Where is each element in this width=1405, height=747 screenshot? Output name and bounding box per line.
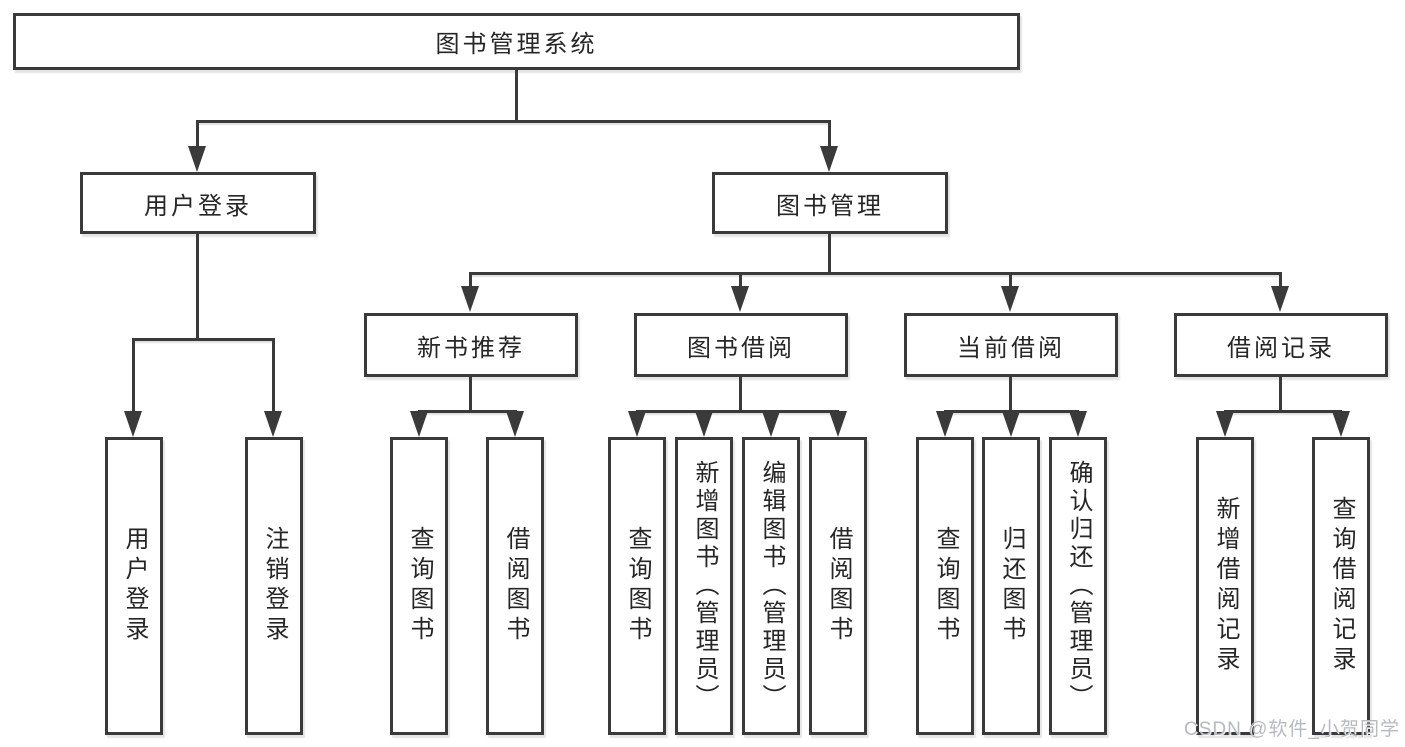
connector-user-login-bar xyxy=(133,338,274,341)
arrow-to-leaf-borrow-book xyxy=(829,411,847,437)
leaf-edit-book-admin: 编辑图书（管理员） xyxy=(742,437,800,735)
connector-l3-shaft-2 xyxy=(739,272,742,288)
connector-record-stem xyxy=(1279,377,1282,410)
leaf-confirm-return-admin: 确认归还（管理员） xyxy=(1049,437,1107,735)
arrow-to-book-borrow xyxy=(731,286,749,312)
connector-leaf-user-login-shaft xyxy=(132,338,135,413)
arrow-to-leaf-add-record xyxy=(1216,411,1234,437)
connector-borrow-stem xyxy=(739,377,742,410)
connector-leaf-logout-shaft xyxy=(272,338,275,413)
csdn-watermark: CSDN @软件_小贺同学 xyxy=(1184,719,1400,740)
arrow-to-leaf-query-current xyxy=(936,411,954,437)
node-new-book-recommend: 新书推荐 xyxy=(364,313,578,377)
arrow-to-new-book-recommend xyxy=(461,286,479,312)
connector-book-mgmt-stem xyxy=(828,234,831,272)
arrow-to-book-management xyxy=(820,146,838,172)
leaf-query-book-borrow: 查询图书 xyxy=(608,437,666,735)
arrow-to-leaf-query-recommend xyxy=(410,411,428,437)
connector-current-stem xyxy=(1009,377,1012,410)
arrow-to-leaf-user-login xyxy=(124,411,142,437)
connector-record-bar xyxy=(1224,410,1342,413)
connector-recommend-bar xyxy=(418,410,517,413)
arrow-to-leaf-logout xyxy=(264,411,282,437)
arrow-to-leaf-add-book xyxy=(695,411,713,437)
connector-borrow-bar xyxy=(636,410,839,413)
connector-l3-shaft-3 xyxy=(1009,272,1012,288)
leaf-borrow-book: 借阅图书 xyxy=(809,437,867,735)
leaf-borrow-book-recommend: 借阅图书 xyxy=(486,437,544,735)
connector-book-mgmt-bar xyxy=(469,272,1281,275)
arrow-to-borrow-record xyxy=(1271,286,1289,312)
node-book-borrow: 图书借阅 xyxy=(634,313,848,377)
connector-root-bar xyxy=(196,120,831,123)
connector-root-left-shaft xyxy=(196,120,199,148)
leaf-query-borrow-record: 查询借阅记录 xyxy=(1312,437,1370,735)
leaf-add-book-admin: 新增图书（管理员） xyxy=(675,437,733,735)
arrow-to-leaf-confirm-return xyxy=(1069,411,1087,437)
arrow-to-leaf-query-record xyxy=(1332,411,1350,437)
arrow-to-current-borrow xyxy=(1001,286,1019,312)
connector-l3-shaft-4 xyxy=(1279,272,1282,288)
arrow-to-leaf-borrow-recommend xyxy=(506,411,524,437)
node-book-management: 图书管理 xyxy=(712,172,948,234)
connector-root-stem xyxy=(515,69,518,121)
arrow-to-leaf-return-book xyxy=(1002,411,1020,437)
node-root-system: 图书管理系统 xyxy=(13,13,1020,70)
node-user-login: 用户登录 xyxy=(80,172,316,234)
leaf-logout: 注销登录 xyxy=(245,437,303,735)
leaf-query-book-recommend: 查询图书 xyxy=(390,437,448,735)
leaf-return-book: 归还图书 xyxy=(982,437,1040,735)
node-current-borrow: 当前借阅 xyxy=(904,313,1118,377)
connector-l3-shaft-1 xyxy=(469,272,472,288)
arrow-to-leaf-query-borrow xyxy=(628,411,646,437)
leaf-add-borrow-record: 新增借阅记录 xyxy=(1196,437,1254,735)
node-borrow-record: 借阅记录 xyxy=(1174,313,1388,377)
connector-recommend-stem xyxy=(469,377,472,410)
connector-root-right-shaft xyxy=(828,120,831,148)
connector-user-login-stem xyxy=(196,234,199,338)
leaf-user-login: 用户登录 xyxy=(105,437,163,735)
arrow-to-user-login xyxy=(188,146,206,172)
leaf-query-book-current: 查询图书 xyxy=(916,437,974,735)
arrow-to-leaf-edit-book xyxy=(762,411,780,437)
